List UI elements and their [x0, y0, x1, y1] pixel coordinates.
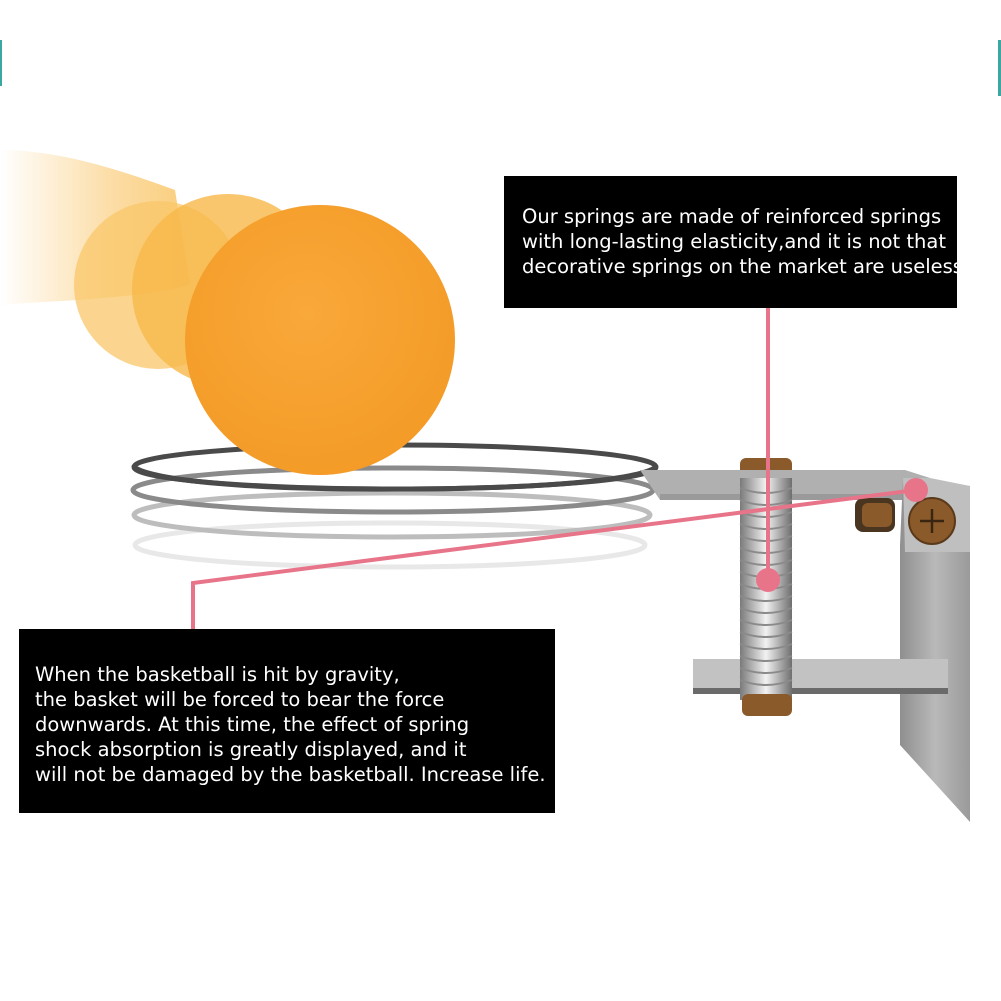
leader-dot-bracket: [904, 478, 928, 502]
edge-mark-right: [998, 40, 1001, 96]
leader-dot-spring: [756, 568, 780, 592]
edge-mark-left: [0, 40, 2, 86]
ball: [185, 205, 455, 475]
rim-front: [132, 464, 658, 492]
callout-springs: Our springs are made of reinforced sprin…: [504, 176, 970, 308]
spring-bottom-nut: [742, 694, 792, 716]
bracket-bolt-icon: [908, 497, 956, 545]
callout-absorption-text: When the basketball is hit by gravity, t…: [35, 663, 546, 786]
callout-absorption: When the basketball is hit by gravity, t…: [19, 629, 555, 813]
callout-springs-text: Our springs are made of reinforced sprin…: [522, 205, 970, 278]
leader-lines: [191, 308, 917, 629]
rim-motion-rings: [130, 442, 659, 570]
lower-plate: [693, 659, 948, 694]
